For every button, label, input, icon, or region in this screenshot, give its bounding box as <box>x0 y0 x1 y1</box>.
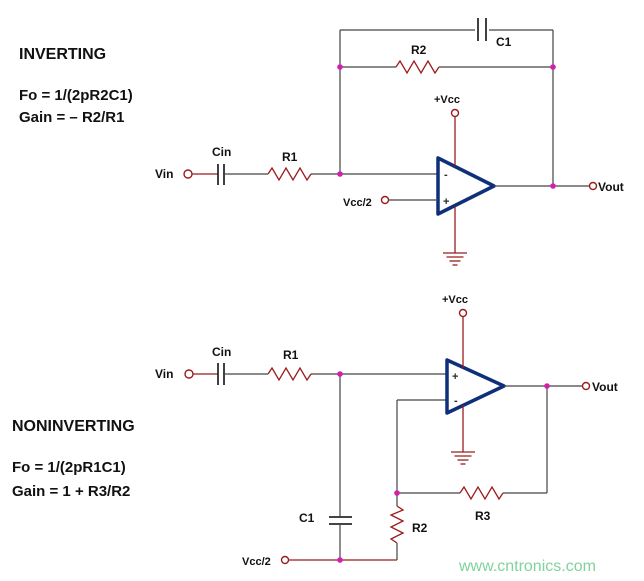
inverting-junction <box>550 183 556 189</box>
noninverting-junction <box>394 490 400 496</box>
noninverting-r3-label: R3 <box>475 509 491 523</box>
inverting-r2-resistor <box>395 59 440 75</box>
noninverting-vcc-label: +Vcc <box>442 294 468 306</box>
noninverting-r3-resistor <box>459 485 504 501</box>
noninverting-vcc-half-terminal <box>280 555 290 565</box>
inverting-vcc-terminal <box>450 108 460 118</box>
inverting-minus-pin: - <box>444 169 448 181</box>
noninverting-c1-label: C1 <box>299 511 315 525</box>
noninverting-heading: NONINVERTING <box>12 418 135 435</box>
inverting-plus-pin: + <box>443 196 449 208</box>
noninverting-r1-label: R1 <box>283 348 299 362</box>
noninverting-cin-capacitor <box>217 363 225 385</box>
watermark-text: www.cntronics.com <box>458 558 596 575</box>
inverting-cin-label: Cin <box>212 145 231 159</box>
inverting-vcc-label: +Vcc <box>434 94 460 106</box>
noninverting-ground-icon <box>451 451 475 465</box>
noninverting-gain-formula: Gain = 1 + R3/R2 <box>12 483 130 500</box>
inverting-ground-icon <box>443 252 467 266</box>
noninverting-vcc-half-label: Vcc/2 <box>242 556 271 568</box>
noninverting-vcc-terminal <box>458 308 468 318</box>
inverting-vcc-half-terminal <box>380 195 390 205</box>
inverting-heading: INVERTING <box>19 46 106 63</box>
inverting-vcc-half-label: Vcc/2 <box>343 197 372 209</box>
noninverting-c1-capacitor <box>329 516 352 525</box>
inverting-junction <box>337 171 343 177</box>
noninverting-opamp <box>445 358 506 415</box>
noninverting-vin-label: Vin <box>155 367 173 381</box>
inverting-opamp <box>436 156 496 216</box>
noninverting-vout-label: Vout <box>592 380 618 394</box>
noninverting-vin-terminal <box>184 369 194 379</box>
inverting-section: INVERTING Fo = 1/(2pR2C1) Gain = – R2/R1… <box>19 18 624 266</box>
noninverting-fo-formula: Fo = 1/(2pR1C1) <box>12 459 126 476</box>
inverting-vin-terminal <box>183 169 193 179</box>
inverting-vout-label: Vout <box>598 180 624 194</box>
inverting-vout-terminal <box>588 181 598 191</box>
noninverting-section: NONINVERTING Fo = 1/(2pR1C1) Gain = 1 + … <box>12 294 618 568</box>
noninverting-r2-label: R2 <box>412 521 428 535</box>
inverting-cin-capacitor <box>217 164 225 185</box>
inverting-junction <box>550 64 556 70</box>
noninverting-plus-pin: + <box>452 371 458 383</box>
inverting-fo-formula: Fo = 1/(2pR2C1) <box>19 87 133 104</box>
noninverting-vout-terminal <box>581 381 591 391</box>
noninverting-junction <box>337 557 343 563</box>
noninverting-r1-resistor <box>267 366 312 382</box>
inverting-c1-capacitor <box>477 18 487 41</box>
inverting-r1-label: R1 <box>282 150 298 164</box>
noninverting-minus-pin: - <box>454 395 458 407</box>
inverting-r2-label: R2 <box>411 43 427 57</box>
noninverting-r2-resistor <box>389 505 405 544</box>
inverting-c1-label: C1 <box>496 35 512 49</box>
noninverting-junction <box>337 371 343 377</box>
inverting-gain-formula: Gain = – R2/R1 <box>19 109 124 126</box>
inverting-vin-label: Vin <box>155 167 173 181</box>
inverting-junction <box>337 64 343 70</box>
noninverting-junction <box>544 383 550 389</box>
noninverting-cin-label: Cin <box>212 345 231 359</box>
inverting-r1-resistor <box>267 166 312 182</box>
